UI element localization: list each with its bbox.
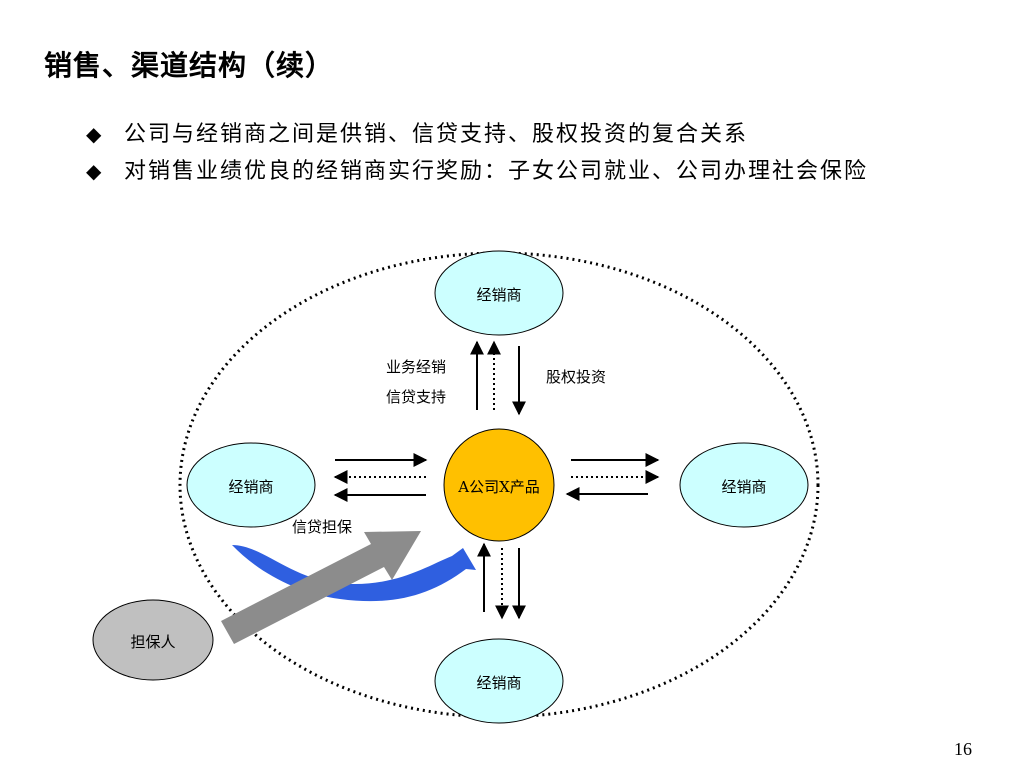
credit-guarantee-label: 信贷担保 (292, 518, 353, 536)
dealer-left-label: 经销商 (228, 478, 274, 496)
dealer-top-label: 经销商 (476, 286, 522, 304)
center-node (443, 428, 555, 542)
dealer-right-label: 经销商 (721, 478, 767, 496)
bullet-text: 公司与经销商之间是供销、信贷支持、股权投资的复合关系 (124, 122, 749, 147)
boundary-ellipse (178, 251, 820, 719)
bullet-list: ◆ 公司与经销商之间是供销、信贷支持、股权投资的复合关系 ◆ 对销售业绩优良的经… (84, 118, 964, 192)
guarantor-label: 担保人 (130, 633, 176, 651)
dealer-bottom-label: 经销商 (476, 674, 522, 692)
business-distribution-label: 业务经销 (386, 358, 447, 376)
dealer-right-node (679, 442, 809, 528)
credit-guarantee-curved-arrow (232, 545, 476, 602)
diamond-bullet-icon: ◆ (86, 159, 104, 183)
credit-support-label: 信贷支持 (386, 388, 447, 406)
slide-title: 销售、渠道结构（续） (44, 49, 335, 82)
diamond-bullet-icon: ◆ (86, 122, 104, 146)
dealer-bottom-node (434, 638, 564, 724)
bullet-text: 对销售业绩优良的经销商实行奖励：子女公司就业、公司办理社会保险 (124, 159, 869, 184)
dealer-top-node (434, 250, 564, 336)
bullet-item: ◆ 公司与经销商之间是供销、信贷支持、股权投资的复合关系 (84, 118, 964, 151)
dealer-left-node (186, 442, 316, 528)
bullet-item: ◆ 对销售业绩优良的经销商实行奖励：子女公司就业、公司办理社会保险 (84, 155, 964, 188)
equity-investment-label: 股权投资 (546, 368, 607, 386)
guarantor-node (92, 599, 214, 681)
page-number: 16 (954, 739, 972, 759)
guarantor-arrow (221, 531, 421, 644)
center-node-label: A公司X产品 (458, 478, 540, 496)
